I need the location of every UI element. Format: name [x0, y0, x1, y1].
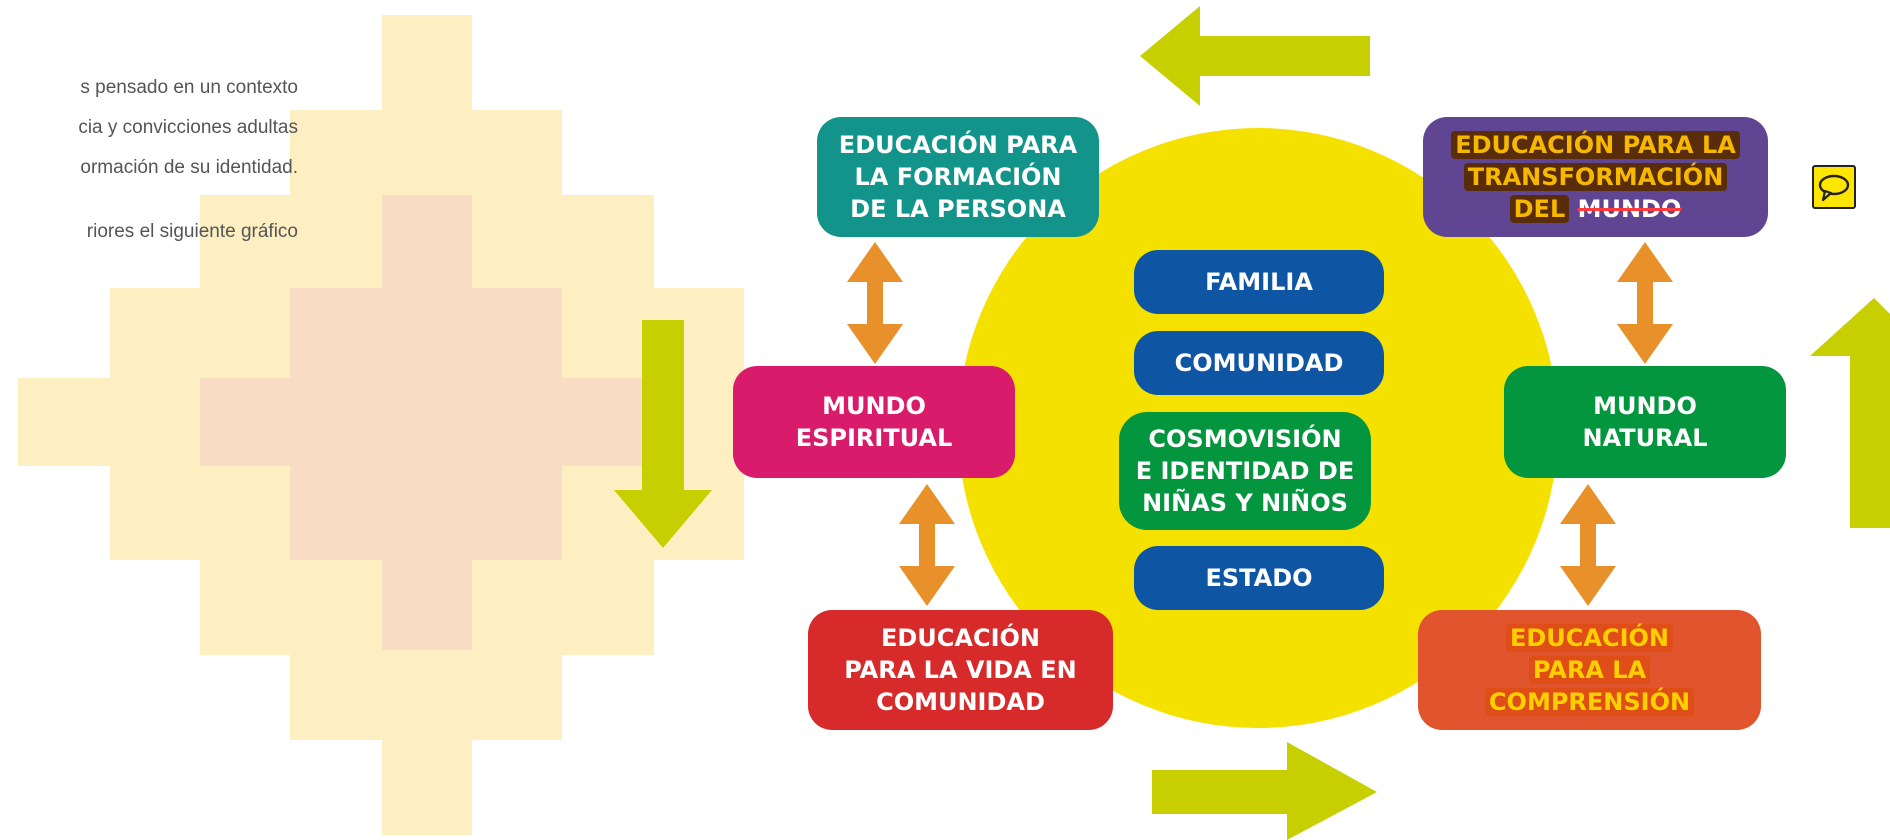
box-formacion-persona-line-1: EDUCACIÓN PARA	[838, 131, 1078, 159]
box-formacion-persona-line-3: DE LA PERSONA	[850, 195, 1066, 223]
pill-cosmovision-line-1: COSMOVISIÓN	[1148, 425, 1342, 453]
pill-familia: FAMILIA	[1134, 250, 1384, 314]
box-formacion-persona: EDUCACIÓN PARA LA FORMACIÓN DE LA PERSON…	[817, 117, 1099, 237]
box-vida-comunidad-line-3: COMUNIDAD	[876, 688, 1045, 716]
box-transformacion-line-4: MUNDO	[1577, 195, 1682, 223]
box-comprension-line-3: COMPRENSIÓN	[1484, 688, 1695, 716]
pill-cosmovision-line-2: E IDENTIDAD DE	[1135, 457, 1355, 485]
box-vida-comunidad: EDUCACIÓN PARA LA VIDA EN COMUNIDAD	[808, 610, 1113, 730]
box-mundo-espiritual: MUNDO ESPIRITUAL	[733, 366, 1015, 478]
box-transformacion-mundo: EDUCACIÓN PARA LA TRANSFORMACIÓN DEL MUN…	[1423, 117, 1768, 237]
double-arrow-natural-comprension	[1560, 484, 1616, 606]
arrow-up-icon	[1810, 298, 1890, 528]
box-transformacion-line-3: DEL	[1509, 195, 1570, 223]
arrow-right-icon	[1152, 742, 1377, 840]
pill-comunidad: COMUNIDAD	[1134, 331, 1384, 395]
box-vida-comunidad-line-2: PARA LA VIDA EN	[844, 656, 1077, 684]
box-comprension-line-1: EDUCACIÓN	[1505, 624, 1674, 652]
box-comprension: EDUCACIÓN PARA LA COMPRENSIÓN	[1418, 610, 1761, 730]
pill-cosmovision-line-3: NIÑAS Y NIÑOS	[1142, 489, 1348, 517]
double-arrow-transformacion-natural	[1617, 242, 1673, 364]
box-mundo-natural: MUNDO NATURAL	[1504, 366, 1786, 478]
box-mundo-natural-line-1: MUNDO	[1593, 392, 1697, 420]
double-arrow-espiritual-vida	[899, 484, 955, 606]
box-mundo-espiritual-line-1: MUNDO	[822, 392, 926, 420]
double-arrow-persona-espiritual	[847, 242, 903, 364]
intro-line-3: ormación de su identidad.	[80, 157, 298, 178]
intro-line-4: riores el siguiente gráfico	[86, 221, 298, 242]
box-transformacion-line-2: TRANSFORMACIÓN	[1463, 163, 1728, 191]
comment-bubble-icon[interactable]	[1812, 165, 1856, 209]
intro-line-2: cia y convicciones adultas	[78, 117, 298, 138]
box-comprension-line-2: PARA LA	[1528, 656, 1651, 684]
box-transformacion-line-1: EDUCACIÓN PARA LA	[1451, 131, 1740, 159]
arrow-left-icon	[1140, 6, 1370, 106]
pill-estado: ESTADO	[1134, 546, 1384, 610]
box-mundo-espiritual-line-2: ESPIRITUAL	[795, 424, 953, 452]
box-formacion-persona-line-2: LA FORMACIÓN	[854, 163, 1062, 191]
box-mundo-natural-line-2: NATURAL	[1582, 424, 1708, 452]
intro-line-1: s pensado en un contexto	[80, 77, 298, 98]
arrow-down-icon	[614, 320, 712, 548]
pill-cosmovision: COSMOVISIÓN E IDENTIDAD DE NIÑAS Y NIÑOS	[1119, 412, 1371, 530]
box-vida-comunidad-line-1: EDUCACIÓN	[880, 624, 1041, 652]
